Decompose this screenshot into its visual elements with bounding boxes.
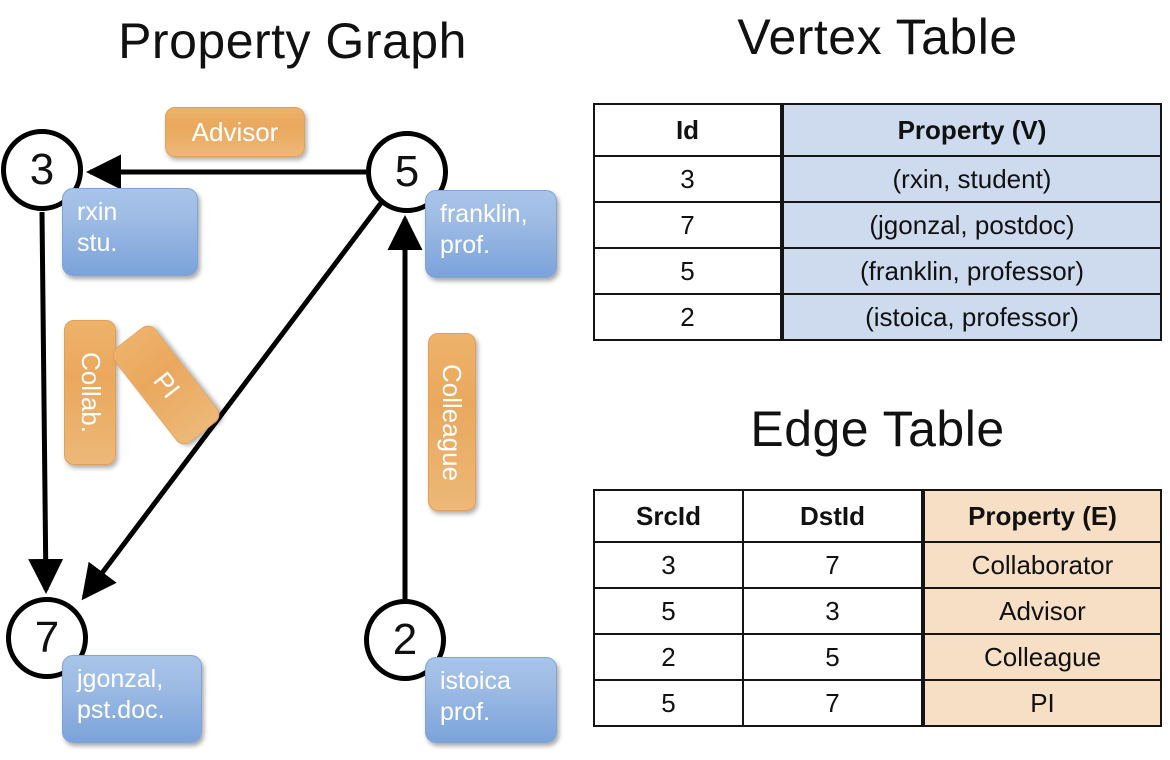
vertex-table-header-property: Property (V)	[780, 103, 1162, 157]
edge-table-cell-srcid: 5	[593, 679, 744, 727]
vertex-property-box-5: franklin, prof.	[425, 190, 557, 278]
table-row: 2 (istoica, professor)	[593, 293, 1162, 341]
edge-label-advisor: Advisor	[165, 107, 305, 157]
edge-5-to-7-pi	[81, 201, 383, 601]
edge-table-cell-srcid: 5	[593, 587, 744, 635]
edge-label-colleague-text: Colleague	[437, 363, 468, 481]
edge-label-collab: Collab.	[64, 320, 116, 465]
vertex-property-box-7-line1: jgonzal,	[77, 665, 164, 693]
vertex-property-box-3-line1: rxin	[77, 198, 118, 226]
edge-table-cell-dstid: 7	[742, 541, 924, 589]
graph-node-3-label: 3	[29, 145, 55, 194]
vertex-table-header-id: Id	[593, 103, 783, 157]
page-title-edge-table: Edge Table	[750, 401, 1005, 457]
table-row: 2 5 Colleague	[593, 633, 1162, 681]
graph-node-5[interactable]: 5	[366, 131, 448, 213]
edge-table-cell-property: Collaborator	[921, 541, 1162, 589]
vertex-table-cell-id: 7	[593, 201, 783, 249]
vertex-property-box-2: istoica prof.	[425, 657, 557, 743]
vertex-table-cell-id: 5	[593, 247, 783, 295]
vertex-property-box-5-line2: prof.	[440, 230, 491, 259]
edge-table: SrcId DstId Property (E) 3 7 Collaborato…	[593, 489, 1162, 727]
table-row: 5 7 PI	[593, 679, 1162, 727]
graph-node-2[interactable]: 2	[364, 599, 446, 681]
edge-table-cell-property: PI	[921, 679, 1162, 727]
table-row: 3 (rxin, student)	[593, 155, 1162, 203]
edge-table-cell-property: Advisor	[921, 587, 1162, 635]
page-title-property-graph: Property Graph	[118, 13, 467, 69]
vertex-property-box-3: rxin stu.	[62, 188, 198, 276]
graph-node-5-label: 5	[394, 147, 420, 196]
edge-table-cell-dstid: 5	[742, 633, 924, 681]
edge-label-collab-text: Collab.	[75, 352, 106, 433]
edge-table-header-dstid: DstId	[742, 489, 924, 543]
edge-label-advisor-text: Advisor	[191, 116, 279, 147]
edge-table-cell-srcid: 2	[593, 633, 744, 681]
graph-edges-layer	[28, 154, 423, 601]
vertex-table-cell-id: 3	[593, 155, 783, 203]
edge-table-cell-dstid: 7	[742, 679, 924, 727]
vertex-property-box-7: jgonzal, pst.doc.	[62, 655, 202, 743]
edge-label-pi-text: PI	[147, 365, 186, 404]
vertex-table-cell-property: (rxin, student)	[780, 155, 1162, 203]
vertex-property-box-7-line2: pst.doc.	[77, 695, 165, 724]
vertex-property-box-2-line2: prof.	[440, 697, 491, 726]
edge-3-to-7-collaborator	[28, 211, 64, 594]
vertex-property-box-5-line1: franklin,	[440, 200, 528, 228]
page-title-vertex-table: Vertex Table	[737, 9, 1018, 65]
vertex-property-box-3-line2: stu.	[77, 228, 118, 257]
edge-table-cell-dstid: 3	[742, 587, 924, 635]
vertex-property-box-2-line1: istoica	[440, 667, 511, 695]
edge-table-cell-srcid: 3	[593, 541, 744, 589]
table-row: 7 (jgonzal, postdoc)	[593, 201, 1162, 249]
edge-table-cell-property: Colleague	[921, 633, 1162, 681]
vertex-table-cell-property: (istoica, professor)	[780, 293, 1162, 341]
vertex-table-cell-property: (franklin, professor)	[780, 247, 1162, 295]
edge-label-colleague: Colleague	[428, 333, 476, 511]
table-row: 5 (franklin, professor)	[593, 247, 1162, 295]
edge-table-header-srcid: SrcId	[593, 489, 744, 543]
edge-table-header-property: Property (E)	[921, 489, 1162, 543]
vertex-table-cell-id: 2	[593, 293, 783, 341]
vertex-table-cell-property: (jgonzal, postdoc)	[780, 201, 1162, 249]
table-row: 5 3 Advisor	[593, 587, 1162, 635]
vertex-table: Id Property (V) 3 (rxin, student) 7 (jgo…	[593, 103, 1162, 341]
edge-table-header-row: SrcId DstId Property (E)	[593, 489, 1162, 543]
table-row: 3 7 Collaborator	[593, 541, 1162, 589]
graph-node-2-label: 2	[392, 615, 418, 664]
vertex-table-header-row: Id Property (V)	[593, 103, 1162, 157]
graph-node-7-label: 7	[34, 613, 60, 662]
